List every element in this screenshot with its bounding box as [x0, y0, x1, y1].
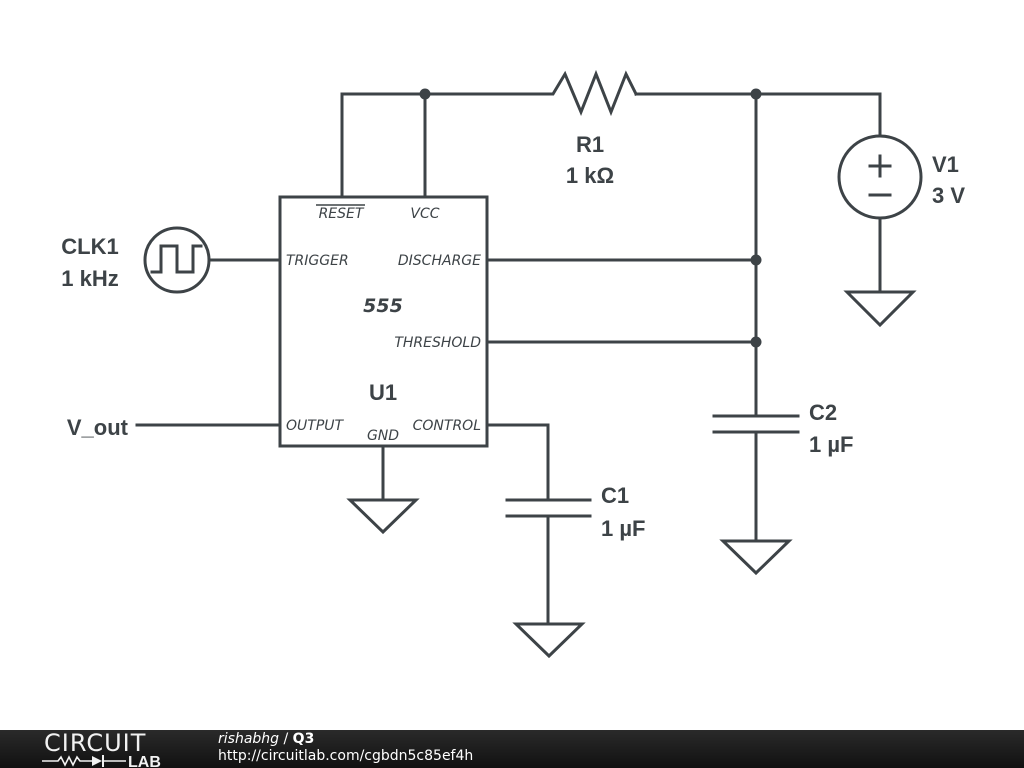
- footer-bar: CIRCUIT LAB rishabhg / Q3 http://circuit…: [0, 730, 1024, 768]
- pin-vcc-label: VCC: [410, 206, 439, 222]
- clk1-ref-label: CLK1: [61, 234, 118, 259]
- wire-top-rail: [340, 92, 882, 199]
- capacitor-c2[interactable]: C2 1 µF: [712, 400, 853, 543]
- logo-resistor-diode-icon: LAB: [42, 754, 161, 768]
- circuit-meta: rishabhg / Q3 http://circuitlab.com/cgbd…: [218, 731, 473, 765]
- net-vout[interactable]: V_out: [67, 415, 282, 440]
- voltage-source-v1[interactable]: V1 3 V: [837, 134, 965, 294]
- junction-dot: [750, 254, 762, 266]
- pin-discharge-label: DISCHARGE: [398, 253, 481, 269]
- ground-icon: [843, 290, 917, 328]
- pin-control-label: CONTROL: [413, 418, 481, 434]
- circuit-title[interactable]: Q3: [292, 731, 315, 747]
- wire-discharge-threshold-node: [485, 92, 758, 418]
- junction-dot: [750, 88, 762, 100]
- logo-text-lab: LAB: [128, 754, 161, 768]
- clock-source-clk1[interactable]: CLK1 1 kHz: [61, 226, 282, 294]
- pin-output-label: OUTPUT: [286, 418, 345, 434]
- ground-icon: [346, 498, 420, 535]
- wire-control: [485, 423, 550, 502]
- v1-value-label: 3 V: [932, 183, 965, 208]
- capacitor-c1[interactable]: C1 1 µF: [505, 483, 645, 626]
- pin-trigger-label: TRIGGER: [286, 253, 349, 269]
- square-wave-icon: [150, 244, 203, 274]
- ground-icon: [719, 539, 793, 576]
- vout-net-label: V_out: [67, 415, 129, 440]
- resistor-r1[interactable]: R1 1 kΩ: [543, 69, 639, 188]
- part-number-label: 555: [363, 295, 403, 317]
- pin-gnd-label: GND: [367, 428, 399, 444]
- circuitlab-logo[interactable]: CIRCUIT LAB: [40, 730, 180, 768]
- junction-dot: [419, 88, 431, 100]
- author-link[interactable]: rishabhg: [218, 731, 280, 747]
- logo-text-circuit: CIRCUIT: [44, 729, 147, 757]
- meta-separator: /: [279, 731, 293, 747]
- c2-value-label: 1 µF: [809, 432, 853, 457]
- ic-555-u1[interactable]: RESET VCC TRIGGER DISCHARGE 555 THRESHOL…: [278, 195, 489, 448]
- u1-ref-label: U1: [369, 380, 397, 405]
- clk1-value-label: 1 kHz: [61, 266, 118, 291]
- circuit-url-link[interactable]: http://circuitlab.com/cgbdn5c85ef4h: [218, 748, 474, 764]
- pin-threshold-label: THRESHOLD: [394, 335, 481, 351]
- pin-reset-label: RESET: [319, 206, 365, 222]
- ground-icon: [512, 622, 586, 659]
- schematic-canvas: R1 1 kΩ V1 3 V C2 1 µF RESET: [61, 69, 965, 659]
- c1-ref-label: C1: [601, 483, 629, 508]
- v1-ref-label: V1: [932, 152, 959, 177]
- c1-value-label: 1 µF: [601, 516, 645, 541]
- r1-ref-label: R1: [576, 132, 604, 157]
- c2-ref-label: C2: [809, 400, 837, 425]
- r1-value-label: 1 kΩ: [566, 163, 614, 188]
- junction-dot: [750, 336, 762, 348]
